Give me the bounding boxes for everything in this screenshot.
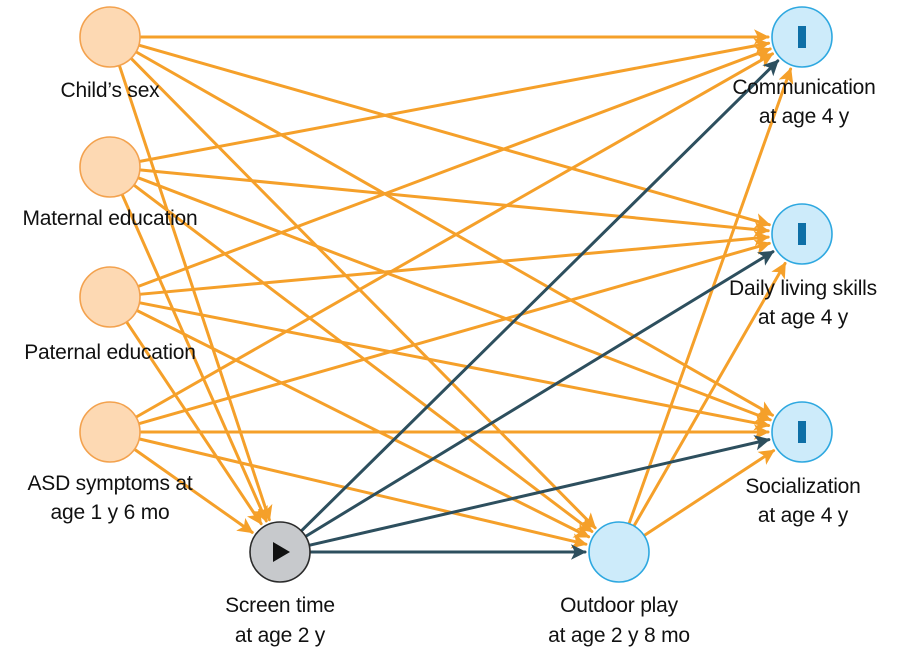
node-pat_edu (79, 266, 141, 328)
node-social (771, 401, 833, 463)
label-daily-line-2: at age 4 y (758, 306, 849, 329)
node-asd (79, 401, 141, 463)
node-comm (771, 6, 833, 68)
label-screen-line-2: at age 2 y (235, 624, 326, 647)
edge-screen-to-social (308, 435, 771, 547)
node-sex-circle (79, 6, 141, 68)
label-outdoor-line-2: at age 2 y 8 mo (548, 624, 690, 647)
label-social-line-2: at age 4 y (758, 504, 849, 527)
label-sex-line-1: Child’s sex (61, 79, 161, 102)
edge-mat_edu-to-social (137, 176, 772, 423)
play-icon (273, 542, 290, 562)
edge-asd-to-comm (135, 52, 774, 419)
edge-pat_edu-to-daily (139, 230, 770, 296)
label-asd-line-2: age 1 y 6 mo (50, 501, 169, 524)
label-asd-line-1: ASD symptoms at (27, 472, 192, 495)
edge-outdoor-to-daily (632, 261, 787, 527)
edges-layer (118, 29, 794, 560)
edge-mat_edu-to-screen (121, 193, 268, 523)
node-pat_edu-circle (79, 266, 141, 328)
label-daily-line-1: Daily living skills (729, 277, 877, 300)
node-daily (771, 203, 833, 265)
label-screen-line-1: Screen time (225, 594, 335, 617)
label-social-line-1: Socialization (745, 475, 860, 498)
edge-screen-to-comm (300, 59, 780, 532)
outcome-bar-icon (798, 421, 806, 443)
edge-sex-to-daily (138, 43, 771, 229)
outcome-bar-icon (798, 223, 806, 245)
outcome-bar-icon (798, 26, 806, 48)
label-comm-line-2: at age 4 y (759, 105, 850, 128)
edge-outdoor-to-comm (627, 67, 794, 525)
edge-asd-to-daily (138, 239, 771, 425)
nodes-layer (79, 6, 833, 583)
edge-screen-to-daily (304, 250, 775, 538)
node-sex (79, 6, 141, 68)
node-mat_edu-circle (79, 136, 141, 198)
edge-outdoor-to-social (643, 449, 776, 537)
edge-sex-to-outdoor (130, 57, 597, 530)
label-comm-line-1: Communication (732, 76, 875, 99)
node-mat_edu (79, 136, 141, 198)
edge-sex-to-screen (118, 64, 273, 522)
node-asd-circle (79, 401, 141, 463)
node-outdoor (588, 521, 650, 583)
edge-pat_edu-to-comm (137, 46, 772, 288)
label-mat_edu-line-1: Maternal education (22, 207, 197, 230)
edge-mat_edu-to-daily (139, 168, 770, 238)
node-outdoor-circle (588, 521, 650, 583)
node-screen (249, 521, 311, 583)
edge-pat_edu-to-screen (125, 321, 263, 526)
edge-asd-to-screen (133, 448, 254, 534)
edge-mat_edu-to-comm (138, 38, 771, 163)
edge-pat_edu-to-social (138, 301, 771, 431)
edge-asd-to-outdoor (138, 437, 588, 549)
label-pat_edu-line-1: Paternal education (24, 341, 196, 364)
label-outdoor-line-1: Outdoor play (560, 594, 679, 617)
